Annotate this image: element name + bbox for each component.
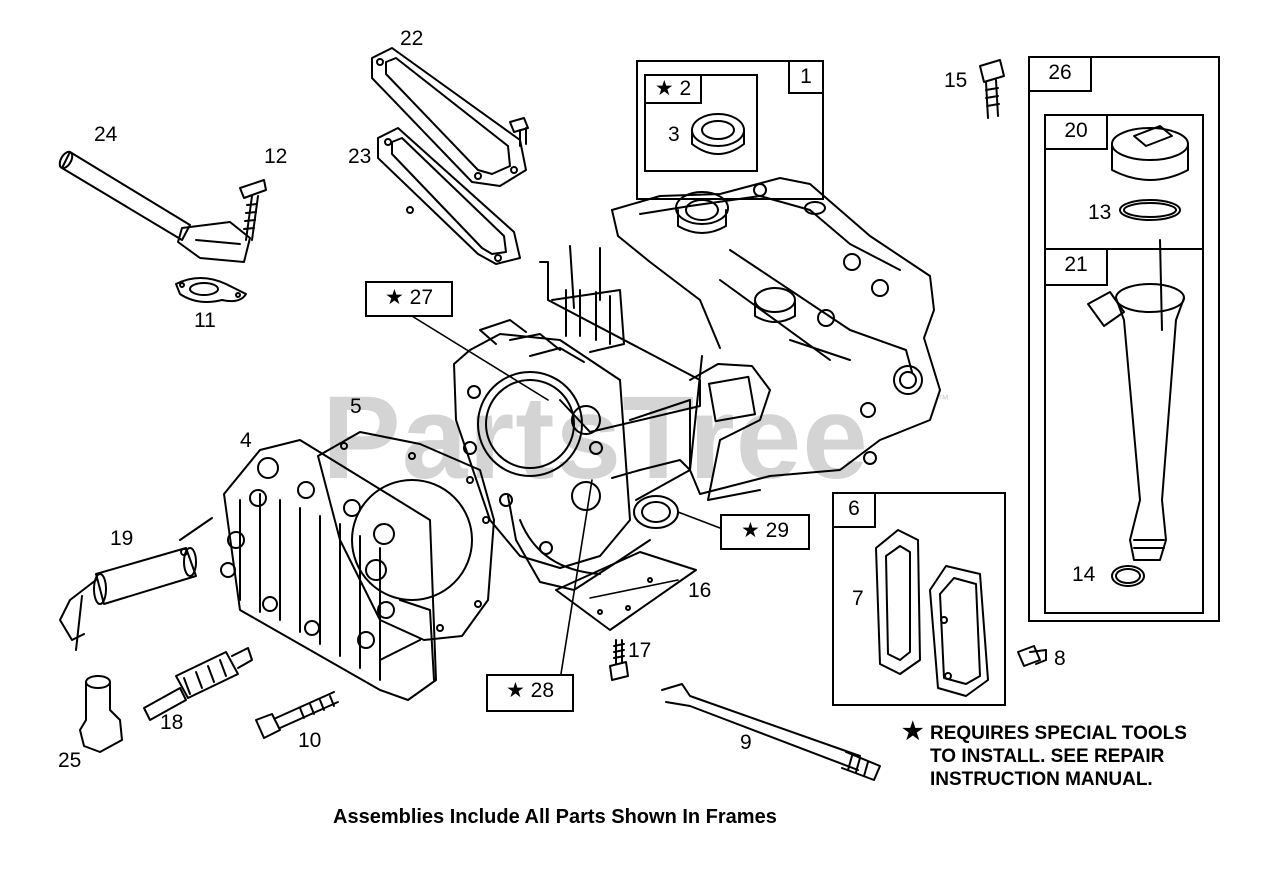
part-16-gasket xyxy=(555,551,697,631)
diagram-caption: Assemblies Include All Parts Shown In Fr… xyxy=(333,806,777,828)
label-23: 23 xyxy=(348,145,372,168)
part-13-o-ring xyxy=(1119,199,1181,221)
label-14: 14 xyxy=(1072,563,1096,586)
part-25-boot xyxy=(79,675,123,753)
part-22-gasket xyxy=(371,47,527,187)
part-14-o-ring xyxy=(1111,565,1145,587)
part-12-bolt xyxy=(239,179,267,241)
callout-28: ★ 28 xyxy=(486,674,574,712)
frame-6 xyxy=(832,492,1006,706)
label-25: 25 xyxy=(58,749,82,772)
frame-2-label: ★ 2 xyxy=(644,74,702,104)
label-11: 11 xyxy=(194,309,216,332)
label-12: 12 xyxy=(264,145,288,168)
part-10-bolt xyxy=(255,691,339,739)
frame-1 xyxy=(636,60,824,200)
part-8-bolt xyxy=(1017,645,1047,667)
label-8: 8 xyxy=(1054,647,1066,670)
watermark: PartsTree xyxy=(322,372,869,504)
label-4: 4 xyxy=(240,429,252,452)
part-15-bolt xyxy=(979,59,1005,119)
part-18-spark-plug xyxy=(143,647,253,721)
part-6-cover xyxy=(929,565,989,697)
frame-21-label: 21 xyxy=(1044,248,1108,286)
part-9-rod xyxy=(661,683,881,781)
frame-26-label: 26 xyxy=(1028,56,1092,92)
callout-29: ★ 29 xyxy=(720,514,810,550)
label-10: 10 xyxy=(298,729,322,752)
label-17: 17 xyxy=(628,639,652,662)
label-24: 24 xyxy=(94,123,118,146)
label-15: 15 xyxy=(944,69,968,92)
label-13: 13 xyxy=(1088,201,1112,224)
label-16: 16 xyxy=(688,579,712,602)
part-4-cylinder-head xyxy=(220,439,437,701)
part-17-bolt xyxy=(609,639,629,681)
star-icon: ★ xyxy=(902,718,924,745)
part-24-breather-tube xyxy=(58,150,251,263)
part-11-gasket xyxy=(175,277,247,303)
label-19: 19 xyxy=(110,527,134,550)
label-3: 3 xyxy=(668,123,680,146)
part-23-gasket xyxy=(377,127,521,265)
part-21-dipstick-tube xyxy=(1087,239,1185,561)
part-5-head-gasket xyxy=(317,431,495,641)
special-tools-note: ★ REQUIRES SPECIAL TOOLS TO INSTALL. SEE… xyxy=(902,718,1187,791)
label-22: 22 xyxy=(400,27,424,50)
part-3-seal xyxy=(691,113,745,155)
watermark-trademark: ™ xyxy=(937,392,949,406)
label-7: 7 xyxy=(852,587,864,610)
frame-6-label: 6 xyxy=(832,492,876,528)
part-20-cap xyxy=(1111,125,1189,181)
frame-26 xyxy=(1028,56,1220,622)
frame-20-label: 20 xyxy=(1044,114,1108,150)
callout-27: ★ 27 xyxy=(365,281,453,317)
part-7-gasket xyxy=(875,529,921,675)
note-line-2: TO INSTALL. SEE REPAIR xyxy=(930,746,1165,767)
note-line-1: REQUIRES SPECIAL TOOLS xyxy=(930,723,1187,744)
part-screw xyxy=(509,117,529,147)
label-18: 18 xyxy=(160,711,184,734)
frame-21 xyxy=(1044,248,1204,614)
note-line-3: INSTRUCTION MANUAL. xyxy=(930,769,1153,790)
leader-lines xyxy=(406,312,721,681)
label-5: 5 xyxy=(350,395,362,418)
part-19-armature xyxy=(59,517,213,651)
label-9: 9 xyxy=(740,731,752,754)
frame-1-label: 1 xyxy=(788,60,824,94)
